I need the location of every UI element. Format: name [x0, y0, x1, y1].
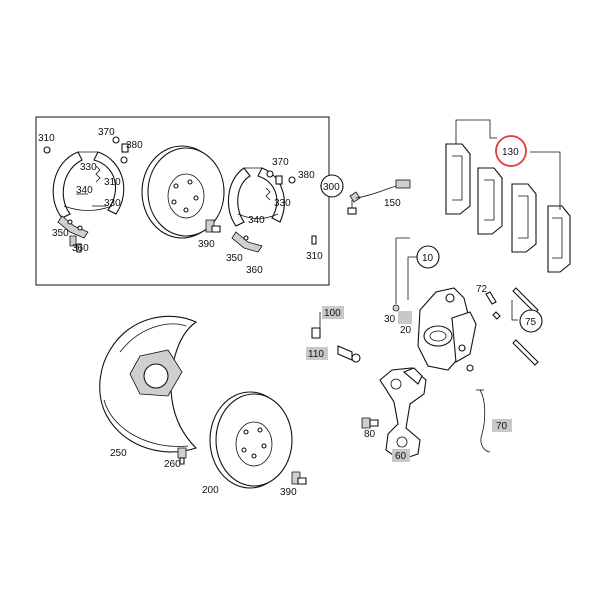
- label-70: 70: [496, 421, 508, 432]
- parking-brake-frame: [35, 116, 330, 286]
- label-60: 60: [395, 451, 407, 462]
- label-350-a: 350: [52, 228, 69, 239]
- bolt-icon: [361, 417, 379, 429]
- callout-circle-300: [320, 174, 344, 198]
- label-72: 72: [476, 284, 488, 295]
- label-330-a: 330: [80, 162, 97, 173]
- label-100: 100: [324, 308, 341, 319]
- label-260: 260: [164, 459, 181, 470]
- brake-pad-icon[interactable]: [445, 143, 571, 273]
- label-330-c: 330: [274, 198, 291, 209]
- label-75: 75: [525, 317, 537, 328]
- label-310-b: 310: [104, 177, 121, 188]
- spring-clip-icon[interactable]: [476, 389, 491, 453]
- label-300: 300: [323, 182, 340, 193]
- part-130-highlight-circle[interactable]: [495, 135, 527, 167]
- brake-shoe-icon[interactable]: [52, 151, 125, 219]
- bolt-icon: [69, 235, 82, 253]
- label-380-b: 380: [298, 170, 315, 181]
- label-340-b: 340: [248, 215, 265, 226]
- label-390-b: 390: [280, 487, 297, 498]
- label-370-b: 370: [272, 157, 289, 168]
- dust-shield-icon[interactable]: [99, 315, 198, 453]
- callout-circle-75: [519, 309, 543, 333]
- label-200: 200: [202, 485, 219, 496]
- label-310-c: 310: [306, 251, 323, 262]
- label-370-a: 370: [98, 127, 115, 138]
- bolt-icon: [311, 327, 361, 363]
- label-10: 10: [422, 253, 434, 264]
- label-110: 110: [308, 349, 324, 360]
- label-350-b: 350: [226, 253, 243, 264]
- brake-disc-icon[interactable]: [141, 145, 225, 239]
- label-380-a: 380: [126, 140, 143, 151]
- label-330-b: 330: [104, 198, 121, 209]
- bolt-icon: [177, 447, 187, 465]
- label-150: 150: [384, 198, 401, 209]
- label-390-a: 390: [198, 239, 215, 250]
- label-30: 30: [384, 314, 396, 325]
- wear-sensor-icon[interactable]: [347, 179, 411, 215]
- label-360-a: 360: [72, 243, 89, 254]
- pin-icon: [485, 287, 539, 366]
- label-250: 250: [110, 448, 127, 459]
- label-310-a: 310: [38, 133, 55, 144]
- adjuster-icon: [57, 215, 89, 239]
- bolt-icon: [205, 219, 317, 245]
- caliper-icon[interactable]: [417, 287, 477, 372]
- spring-clip-icon: [265, 170, 296, 201]
- label-130: 130: [502, 147, 519, 158]
- label-360-b: 360: [246, 265, 263, 276]
- brake-disc-icon[interactable]: [209, 391, 293, 489]
- label-20: 20: [400, 325, 412, 336]
- label-340-a: 340: [76, 185, 93, 196]
- bolt-icon: [291, 471, 307, 485]
- spring-clip-icon: [43, 136, 129, 207]
- adjuster-icon: [231, 231, 263, 253]
- bracket-icon[interactable]: [379, 367, 427, 461]
- label-80: 80: [364, 429, 376, 440]
